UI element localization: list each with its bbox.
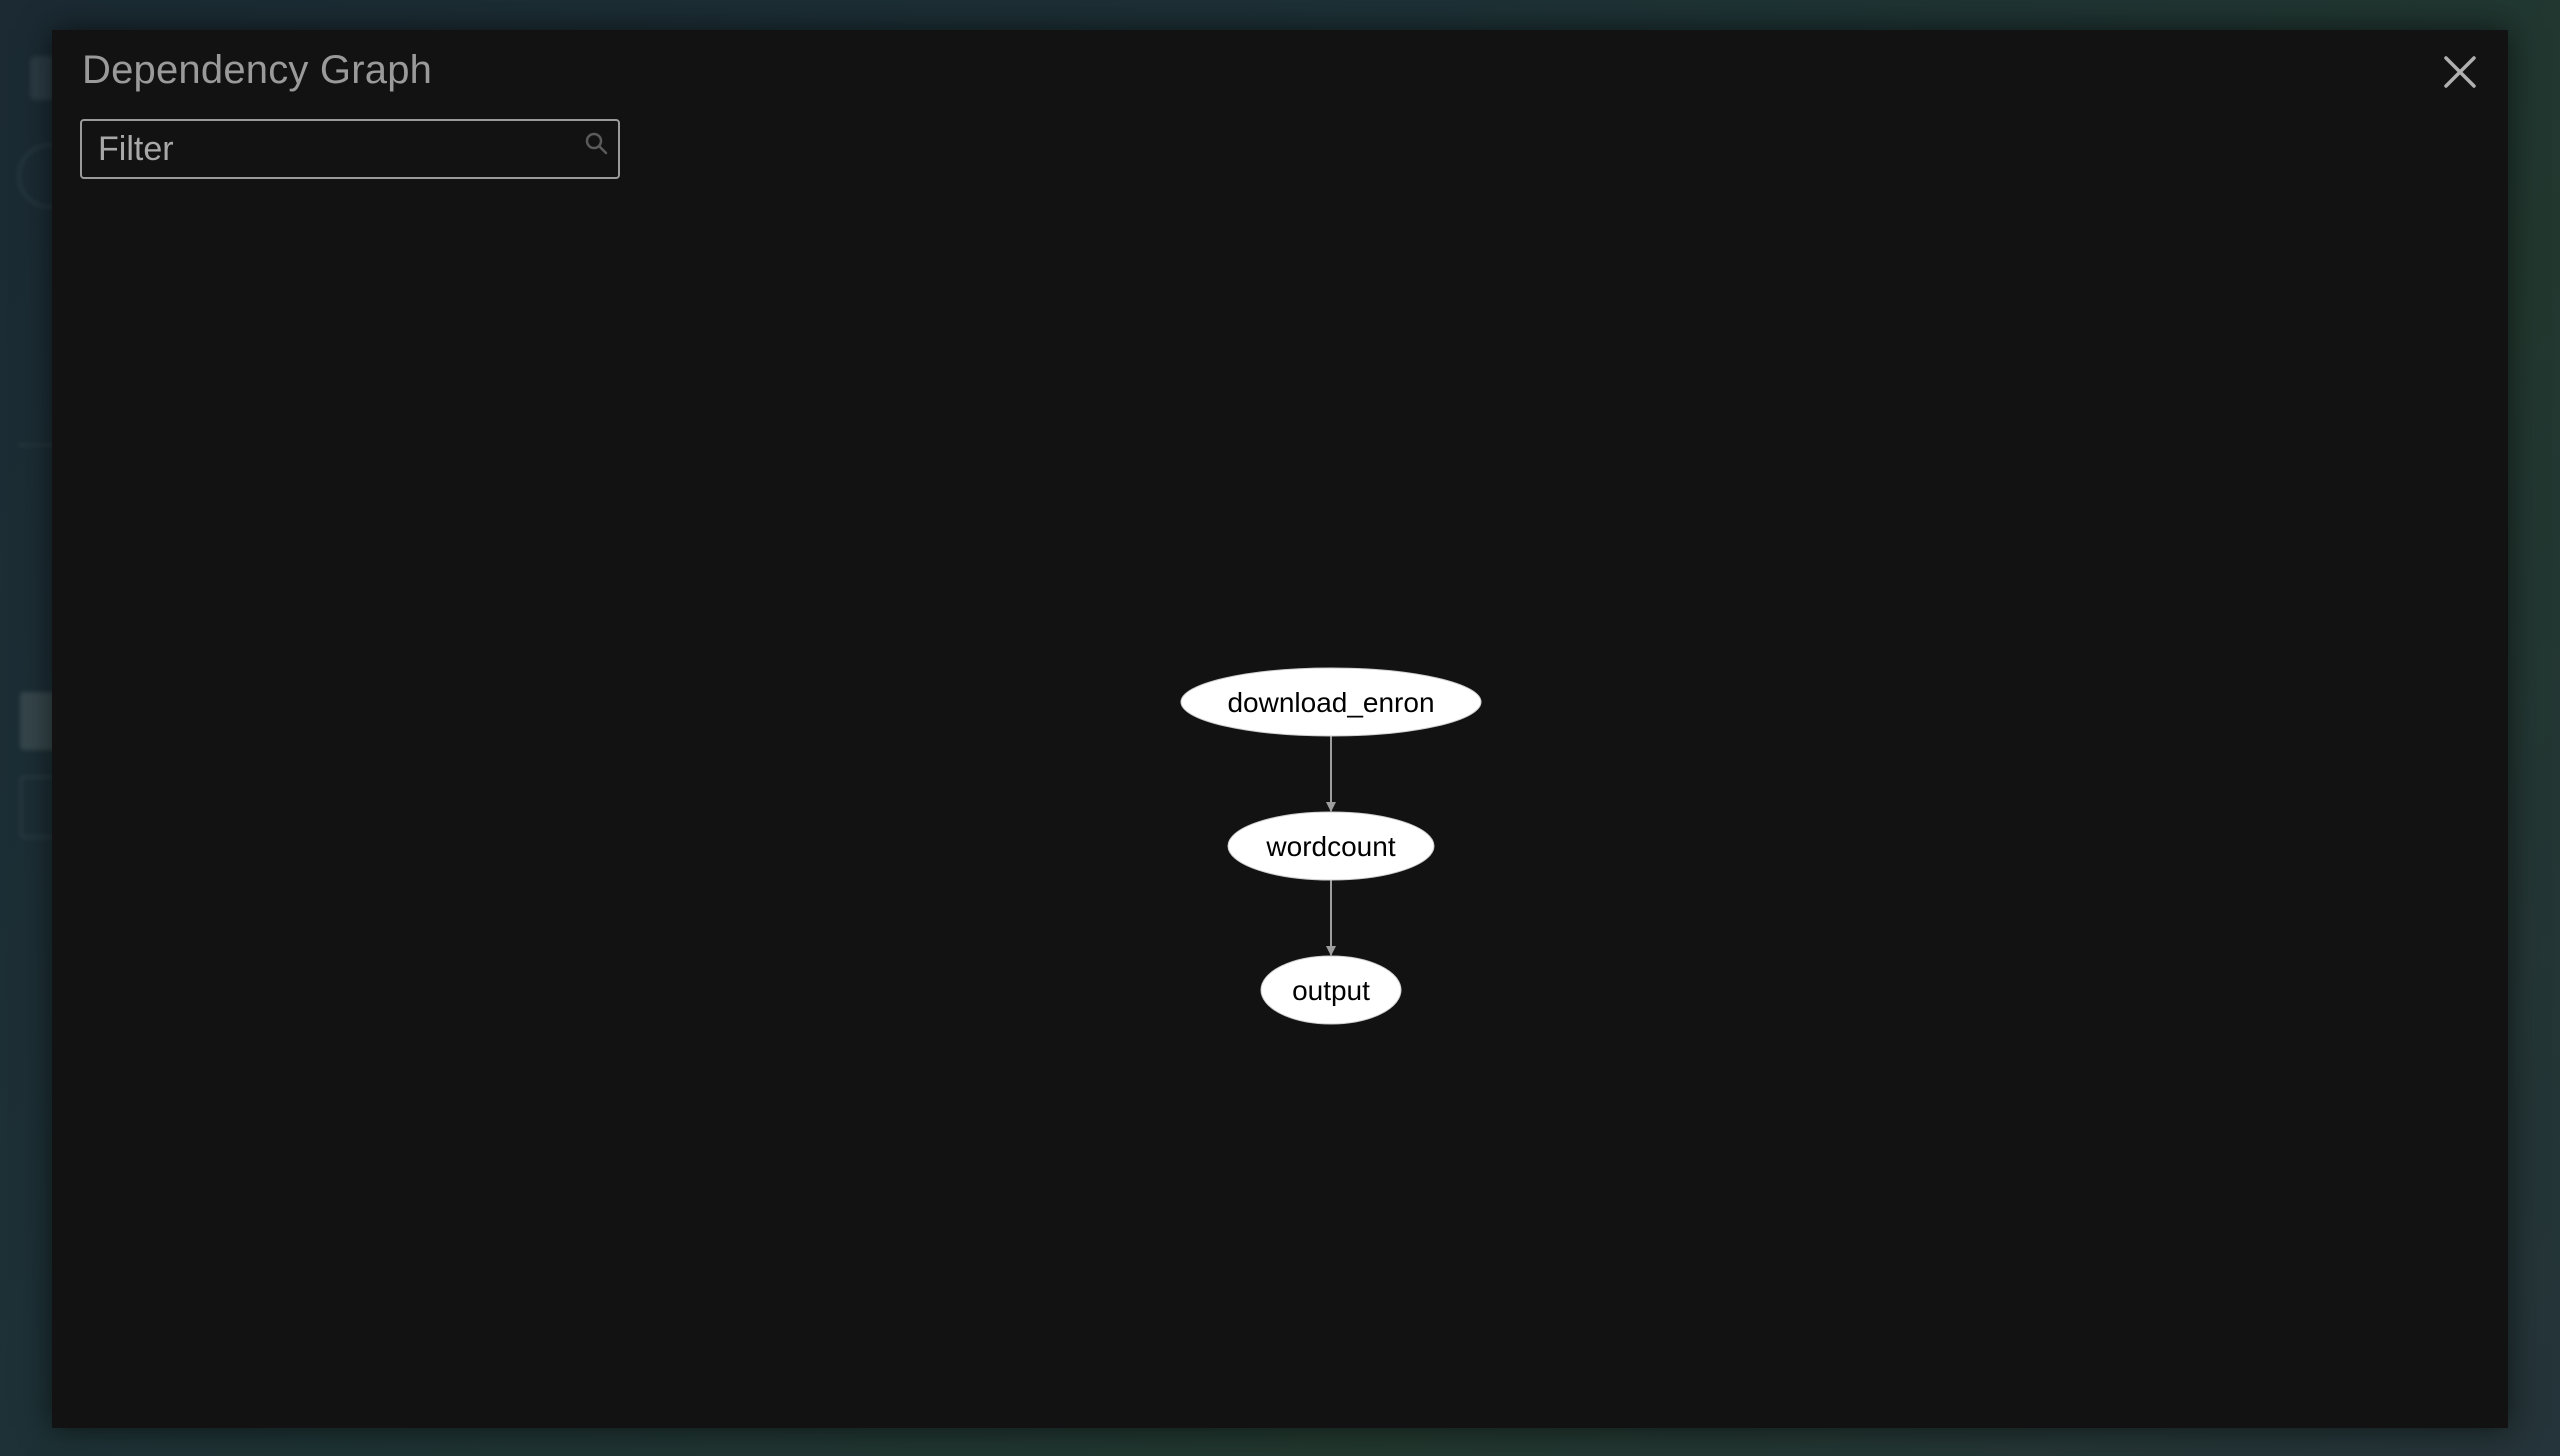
filter-input[interactable]: [82, 121, 618, 177]
modal-title: Dependency Graph: [82, 48, 433, 92]
background-divider: [18, 444, 58, 446]
search-icon: [585, 132, 608, 155]
dependency-graph-modal: Dependency Graph download_enron wordcount…: [52, 30, 2508, 1428]
graph-node-shape: [1227, 811, 1435, 881]
graph-node-wordcount[interactable]: wordcount: [1227, 811, 1435, 881]
close-button[interactable]: [2438, 50, 2482, 94]
close-icon: [2444, 56, 2476, 88]
graph-node-output[interactable]: output: [1260, 955, 1402, 1025]
dependency-graph: download_enron wordcount output: [1180, 667, 1482, 1025]
graph-node-download-enron[interactable]: download_enron: [1180, 667, 1482, 737]
background-logo: [30, 56, 54, 100]
graph-node-label: wordcount: [1265, 831, 1395, 862]
filter-field: [80, 119, 620, 179]
graph-node-shape: [1260, 955, 1402, 1025]
graph-node-label: output: [1292, 975, 1370, 1006]
graph-node-label: download_enron: [1227, 687, 1434, 718]
graph-node-shape: [1180, 667, 1482, 737]
